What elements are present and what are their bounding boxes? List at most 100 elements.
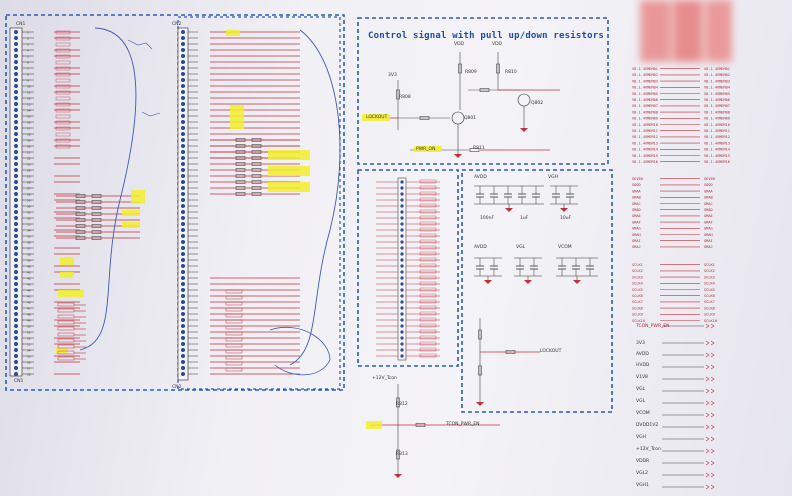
right-net-group-a-left: V8.1.4VMEM10 (632, 123, 658, 127)
highlight-mid-4 (268, 166, 310, 176)
right-net-group-a-left: V8.1.4VMEM04 (632, 86, 658, 90)
netlist-pin (400, 216, 404, 220)
cn1-net-tag (55, 60, 71, 65)
netlist-tag (419, 305, 437, 310)
connector-frame-box (5, 14, 345, 391)
cn1-pin-number: 36 (27, 240, 31, 244)
netlist-tag (419, 293, 437, 298)
cn2-pin (181, 264, 185, 268)
right-net-group-a-left: V8.1.4VMEM09 (632, 117, 658, 121)
resistor-r809 (458, 63, 462, 74)
right-label-11: VDDR (636, 459, 650, 464)
cn1-net-tag (55, 30, 71, 35)
cn1-pin-number: 31 (27, 210, 31, 214)
right-net-group-a-right: V8.1.4VMEM11 (704, 129, 730, 133)
cn1-pin (14, 198, 18, 202)
highlight-mid-3 (268, 150, 310, 160)
cn1-net-tag-lower (57, 356, 75, 361)
netlist-pin (400, 264, 404, 268)
cn1-net-tag-lower (57, 326, 75, 331)
cn2-net-tag-lower (225, 313, 243, 318)
resistor-r813 (396, 449, 400, 460)
right-net-group-b-left: GEVEN (632, 177, 643, 181)
highlight-left-4 (131, 190, 145, 204)
cn2-pin (181, 114, 185, 118)
cn1-pin (14, 108, 18, 112)
cn1-pin (14, 228, 18, 232)
netlist-tag (419, 329, 437, 334)
cn1-pin (14, 84, 18, 88)
cn1-pin (14, 294, 18, 298)
cn1-net-tag-lower (57, 308, 75, 313)
highlight-left-1 (60, 257, 74, 265)
cn2-pin (181, 222, 185, 226)
netlist-pin (400, 204, 404, 208)
highlight-mid-5 (268, 182, 310, 192)
cn1-pin-number: 44 (27, 288, 31, 292)
netlist-tag (419, 287, 437, 292)
cn2-series-resistor (251, 186, 262, 190)
cn1-pin (14, 348, 18, 352)
right-net-group-a-left: V8.1.4VMEM13 (632, 141, 658, 145)
cn1-pin-number: 4 (27, 48, 29, 52)
right-label-8: DVDD1V2 (636, 423, 659, 428)
right-net-group-b-right: GMAG (704, 227, 713, 231)
cn1-net-tag-lower (57, 302, 75, 307)
cn2-series-resistor (235, 192, 246, 196)
cn1-pin (14, 96, 18, 100)
transistor-q801 (451, 111, 465, 125)
cn1-pin (14, 114, 18, 118)
right-net-group-c-right: SCLK9 (704, 313, 715, 317)
cn1-pin-number: 40 (27, 264, 31, 268)
cn2-pin (181, 306, 185, 310)
cn1-pin-number: 43 (27, 282, 31, 286)
cn1-pin (14, 174, 18, 178)
right-rail-arrow (705, 340, 715, 346)
cn2-net-tag-lower (225, 301, 243, 306)
cn1-net-tag (55, 48, 71, 53)
right-net-group-b-right: GMAF (704, 220, 713, 224)
bottom-series-resistor (415, 423, 426, 427)
cn2-pin (181, 150, 185, 154)
cn2-series-resistor (251, 168, 262, 172)
cn1-net-tag (55, 126, 71, 131)
cn1-pin (14, 336, 18, 340)
right-label-6: VGL (636, 399, 646, 404)
cn1-pin-number: 34 (27, 228, 31, 232)
right-net-group-c-left: SCLK10 (632, 319, 645, 323)
cn1-pin-number: 53 (27, 342, 31, 346)
cn1-pin (14, 150, 18, 154)
cn1-net-tag (55, 84, 71, 89)
signal-pwr-on-label: PWR_ON (416, 147, 436, 152)
cn1-net-tag-lower (57, 314, 75, 319)
cn2-pin (181, 288, 185, 292)
cn1-pin-number: 17 (27, 126, 31, 130)
cn2-series-resistor (235, 174, 246, 178)
right-net-group-a-right: V8.1.4VMEM14 (704, 148, 730, 152)
cn1-pin (14, 168, 18, 172)
ground-symbol (454, 154, 462, 158)
right-net-group-a-left: V8.1.4VMEM15 (632, 154, 658, 158)
right-net-group-b-left: GMAE (632, 214, 641, 218)
right-net-group-b-right: GMAI (704, 239, 713, 243)
cn2-series-resistor (235, 150, 246, 154)
cn1-pin-number: 47 (27, 306, 31, 310)
ground-symbol (394, 474, 402, 478)
ground-symbol (560, 208, 568, 212)
cn2-pin (181, 180, 185, 184)
cn1-pin (14, 216, 18, 220)
right-net-group-a-right: V8.1.4VMEM02 (704, 73, 730, 77)
cn2-net-tag-lower (225, 361, 243, 366)
ground-symbol (573, 280, 581, 284)
netlist-pin (400, 198, 404, 202)
highlight-pwr-on (414, 146, 442, 152)
cn1-pin-number: 8 (27, 72, 29, 76)
cn1-pin (14, 42, 18, 46)
cn2-series-resistor (251, 138, 262, 142)
cn1-net-tag (55, 114, 71, 119)
cn2-pin (181, 168, 185, 172)
pullup-section-box (357, 17, 609, 165)
cn1-pin (14, 240, 18, 244)
right-label-9: VGH (636, 435, 646, 440)
